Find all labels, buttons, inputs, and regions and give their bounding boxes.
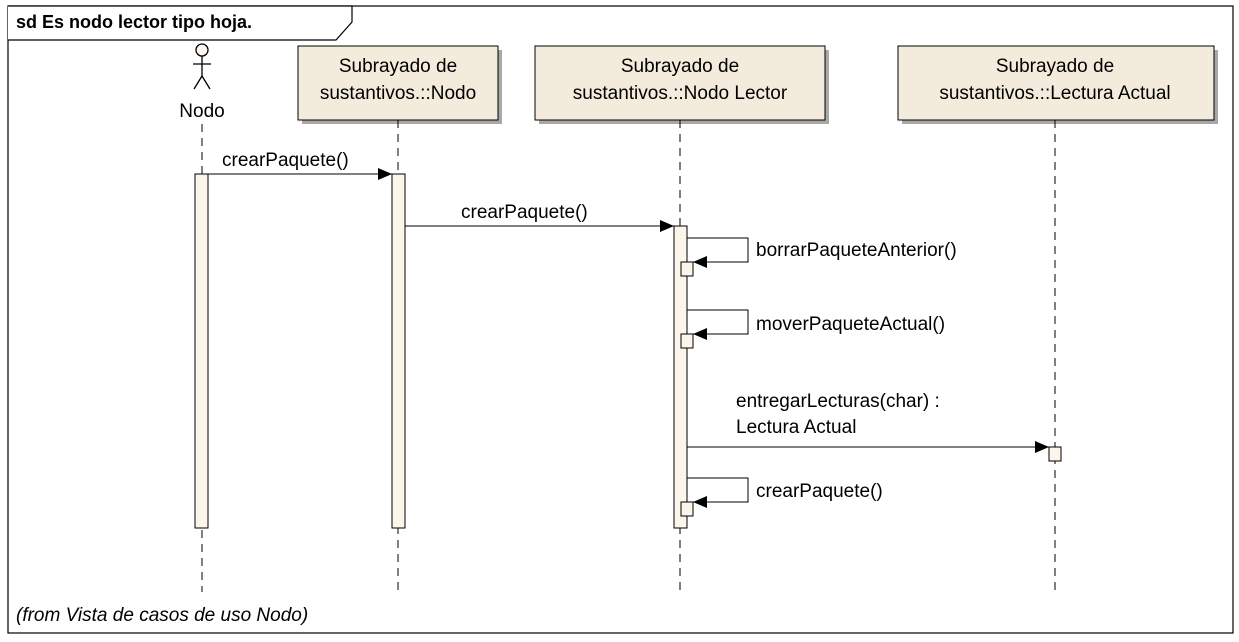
message-label-2: crearPaquete(): [461, 202, 588, 223]
self-message-arrow-4: [687, 309, 749, 340]
lifeline-lectura-actual-line2: sustantivos.::Lectura Actual: [939, 83, 1170, 104]
message-label-5-line1: entregarLecturas(char) :: [736, 391, 940, 412]
self-activation-3: [680, 261, 694, 277]
self-activation-6: [680, 501, 694, 517]
lifeline-nodo-line2: sustantivos.::Nodo: [320, 83, 476, 104]
lifeline-nodo-lector-line1: Subrayado de: [621, 56, 739, 77]
message-label-4: moverPaqueteActual(): [756, 314, 945, 335]
activation-actor: [194, 173, 209, 529]
message-label-3: borrarPaqueteAnterior(): [756, 240, 957, 261]
self-message-arrow-6: [687, 477, 749, 508]
actor-icon: [193, 43, 211, 90]
message-label-1: crearPaquete(): [222, 150, 349, 171]
lifeline-header-nodo-lector: Subrayado de sustantivos.::Nodo Lector: [534, 45, 829, 124]
self-message-arrow-3: [687, 237, 749, 268]
activation-nodo-lector: [673, 225, 688, 529]
frame-title: sd Es nodo lector tipo hoja.: [16, 12, 252, 32]
frame-footer: (from Vista de casos de uso Nodo): [16, 605, 308, 626]
lifeline-header-lectura-actual: Subrayado de sustantivos.::Lectura Actua…: [897, 45, 1218, 124]
lifeline-header-nodo: Subrayado de sustantivos.::Nodo: [297, 45, 502, 124]
message-label-6: crearPaquete(): [756, 481, 883, 502]
self-activation-4: [680, 333, 694, 349]
actor-name: Nodo: [179, 101, 224, 122]
lifeline-nodo-line1: Subrayado de: [339, 56, 457, 77]
message-label-5-line2: Lectura Actual: [736, 417, 856, 438]
lifeline-nodo-lector-line2: sustantivos.::Nodo Lector: [573, 83, 788, 104]
activation-nodo: [391, 173, 406, 529]
lifeline-lectura-actual-line1: Subrayado de: [996, 56, 1114, 77]
frame-title-tab: [8, 5, 353, 41]
activation-lectura-actual: [1048, 446, 1062, 462]
